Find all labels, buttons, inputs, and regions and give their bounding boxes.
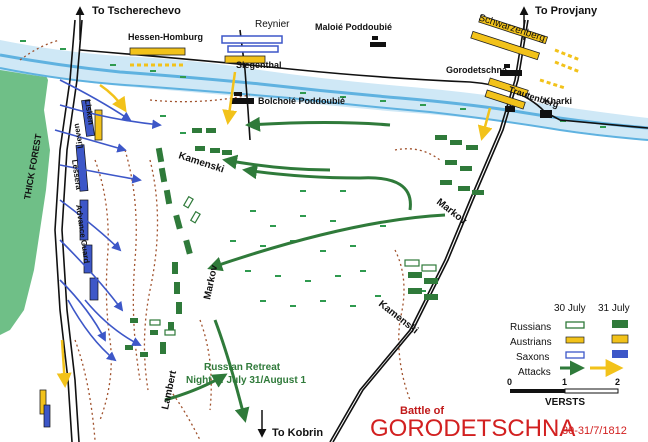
- road-kobrin-label: To Kobrin: [272, 427, 323, 439]
- unit-lisken-label: Lisken: [83, 99, 95, 125]
- legend-russians-31-swatch: [612, 320, 628, 328]
- village-maloie-label: Maloié Poddoubié: [315, 22, 392, 32]
- road-provjany-label: To Provjany: [535, 5, 598, 17]
- legend-saxons-31-swatch: [612, 350, 628, 358]
- title-gorodetschna: GORODETSCHNA: [370, 415, 575, 442]
- retreat-label-line2: Night of July 31/August 1: [186, 375, 306, 386]
- legend-russians-30-swatch: [565, 321, 585, 329]
- ridge-lines: [19, 39, 441, 441]
- legend-attacks-label: Attacks: [518, 367, 551, 378]
- legend-saxons-30-swatch: [565, 351, 585, 359]
- river-line: [0, 53, 648, 130]
- austrian-dash-units: [130, 48, 581, 90]
- russian-units-31: [125, 128, 484, 357]
- saxon-units-30: [221, 35, 283, 53]
- unit-lambert-label: Lambert: [160, 369, 179, 411]
- legend-austrians-label: Austrians: [510, 337, 552, 348]
- legend-scale-bar-b: [564, 388, 619, 394]
- legend-austrians-31-swatch: [611, 334, 629, 344]
- title-battle-of: Battle of: [400, 405, 444, 417]
- saxon-attacks: [54, 79, 162, 362]
- village-bolchoie-label: Bolchoié Poddoubié: [258, 96, 345, 106]
- unit-kamenski-2-label: Kamenski: [376, 299, 420, 337]
- unit-siegenthal-label: Siegenthal: [236, 60, 282, 70]
- legend-scale-2: 2: [615, 377, 620, 387]
- villages: [230, 36, 552, 118]
- legend-col-31: 31 July: [598, 303, 630, 314]
- legend-scale-1: 1: [562, 377, 567, 387]
- austrian-units: [39, 14, 549, 415]
- unit-reynier-label: Reynier: [255, 19, 290, 30]
- unit-lessera-label: Lessera: [70, 159, 83, 191]
- russian-attacks: [164, 116, 446, 423]
- legend-saxons-label: Saxons: [516, 352, 549, 363]
- marsh-tufts-river: [20, 40, 606, 128]
- legend-scale-bar-a: [510, 389, 565, 393]
- retreat-label-line1: Russian Retreat: [204, 362, 281, 373]
- river-line-2: [0, 67, 648, 141]
- village-kharki-label: Kharki: [544, 96, 572, 106]
- legend-col-30: 30 July: [554, 303, 586, 314]
- title-dates: 30-31/7/1812: [562, 425, 627, 437]
- austrian-attacks: [56, 71, 493, 388]
- unit-markov-2-label: Markov: [434, 197, 469, 227]
- legend-scale-unit: VERSTS: [545, 397, 585, 408]
- saxon-units-31: [43, 99, 99, 428]
- unit-advance-guard-label: Advance Guard: [74, 204, 91, 264]
- russian-units-30: [149, 195, 437, 336]
- unit-kamenski-1-label: Kamenski: [177, 150, 226, 175]
- village-gorodetschna-label: Gorodetschna: [446, 65, 508, 75]
- unit-markov-1-label: Markov: [202, 264, 220, 301]
- thick-forest-area: [0, 55, 50, 336]
- road-tscherechevo-label: To Tscherechevo: [92, 5, 181, 17]
- unit-lieven-label: Lieven: [72, 123, 85, 150]
- central-marsh: [160, 115, 426, 307]
- unit-hessen-homburg-label: Hessen-Homburg: [128, 32, 203, 42]
- legend-scale-0: 0: [507, 377, 512, 387]
- legend: 30 July 31 July Russians Austrians Saxon…: [507, 303, 630, 408]
- legend-austrians-30-swatch: [565, 336, 585, 344]
- legend-russians-label: Russians: [510, 322, 551, 333]
